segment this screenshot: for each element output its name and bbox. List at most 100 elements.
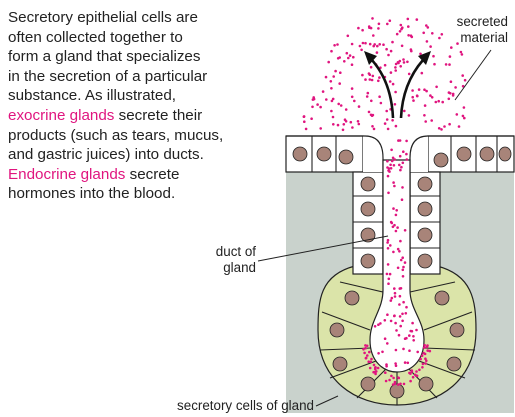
- secretion-dot: [368, 72, 371, 75]
- secretion-dot: [388, 379, 391, 382]
- secretion-dot: [387, 263, 390, 266]
- secretion-dot: [389, 80, 392, 83]
- secretion-dot: [418, 88, 421, 91]
- secretion-dot: [369, 43, 372, 46]
- secretion-dot: [399, 295, 402, 298]
- secretion-dot: [377, 80, 380, 83]
- secretion-dot: [397, 267, 400, 270]
- secretion-dot: [394, 66, 397, 69]
- secretion-dot: [390, 149, 393, 152]
- secretion-dot: [372, 75, 375, 78]
- secretion-dot: [423, 114, 426, 117]
- secretion-dot: [332, 98, 335, 101]
- secretion-dot: [389, 244, 392, 247]
- secretion-dot: [407, 18, 410, 21]
- secretion-dot: [386, 160, 389, 163]
- secretion-dot: [406, 61, 409, 64]
- secretion-dot: [378, 76, 381, 79]
- secretion-dot: [396, 226, 399, 229]
- secretory-cells-label: secretory cells of gland: [120, 398, 314, 414]
- secretion-dot: [429, 94, 432, 97]
- secretion-dot: [338, 82, 341, 85]
- secretion-dot: [393, 185, 396, 188]
- secretion-dot: [416, 351, 419, 354]
- secretion-dot: [395, 329, 398, 332]
- secreted-material-label-line: material: [446, 30, 508, 46]
- secretion-dot: [411, 369, 414, 372]
- secretion-dot: [412, 339, 415, 342]
- secretion-dot: [386, 23, 389, 26]
- secretion-dot: [312, 96, 315, 99]
- secretion-dot: [448, 98, 451, 101]
- secretion-dot: [390, 299, 393, 302]
- secretion-dot: [401, 313, 404, 316]
- secretion-dot: [338, 56, 341, 59]
- secretion-dot: [402, 162, 405, 165]
- secretion-dot: [386, 166, 389, 169]
- secretion-dot: [424, 357, 427, 360]
- secretion-dot: [391, 297, 394, 300]
- secretion-dot: [406, 158, 409, 161]
- secretion-dot: [388, 170, 391, 173]
- secretion-dot: [357, 120, 360, 123]
- secretion-dot: [399, 315, 402, 318]
- secretion-dot: [395, 230, 398, 233]
- secretion-dot: [346, 52, 349, 55]
- secretion-dot: [359, 45, 362, 48]
- secretion-dot: [330, 80, 333, 83]
- secretion-dot: [389, 164, 392, 167]
- secretion-dot: [391, 41, 394, 44]
- secretion-dot: [395, 349, 398, 352]
- secretion-dot: [461, 74, 464, 77]
- secretion-dot: [433, 63, 436, 66]
- secretion-dot: [408, 334, 411, 337]
- secretion-dot: [370, 100, 373, 103]
- secretion-dot: [384, 64, 387, 67]
- secretion-dot: [450, 80, 453, 83]
- secretion-dot: [357, 27, 360, 30]
- secretion-dot: [358, 123, 361, 126]
- secretion-dot: [399, 240, 402, 243]
- secretion-dot: [372, 34, 375, 37]
- secretion-dot: [390, 71, 393, 74]
- secretion-dot: [412, 335, 415, 338]
- secretion-dot: [337, 103, 340, 106]
- secretion-dot: [458, 125, 461, 128]
- secretion-dot: [419, 358, 422, 361]
- secretion-dot: [332, 123, 335, 126]
- secretion-dot: [411, 330, 414, 333]
- secretion-dot: [334, 70, 337, 73]
- secretion-dot: [316, 103, 319, 106]
- secretion-dot: [387, 247, 390, 250]
- secretion-dot: [462, 115, 465, 118]
- secretion-dot: [431, 32, 434, 35]
- secretion-dot: [352, 56, 355, 59]
- secretion-dot: [390, 50, 393, 53]
- secretion-dot: [358, 105, 361, 108]
- secretion-dot: [391, 160, 394, 163]
- secretion-dot: [423, 346, 426, 349]
- secretion-dot: [353, 100, 356, 103]
- secretion-dot: [394, 295, 397, 298]
- secretion-dot: [368, 26, 371, 29]
- secretion-dot: [464, 79, 467, 82]
- secretion-dot: [404, 361, 407, 364]
- secretion-dot: [386, 342, 389, 345]
- secretion-dot: [416, 94, 419, 97]
- secretion-dot: [395, 364, 398, 367]
- secretion-dot: [351, 87, 354, 90]
- secretion-dot: [377, 27, 380, 30]
- secretion-dot: [370, 358, 373, 361]
- secretion-dot: [415, 329, 418, 332]
- secretion-dot: [401, 320, 404, 323]
- secretion-dot: [387, 239, 390, 242]
- secretion-dot: [393, 164, 396, 167]
- secretion-dot: [403, 110, 406, 113]
- secretion-dot: [396, 33, 399, 36]
- secretion-dot: [390, 221, 393, 224]
- secretion-dot: [411, 89, 414, 92]
- secretion-dot: [424, 362, 427, 365]
- secretion-dot: [385, 365, 388, 368]
- secretion-dot: [441, 33, 444, 36]
- secretion-dot: [392, 207, 395, 210]
